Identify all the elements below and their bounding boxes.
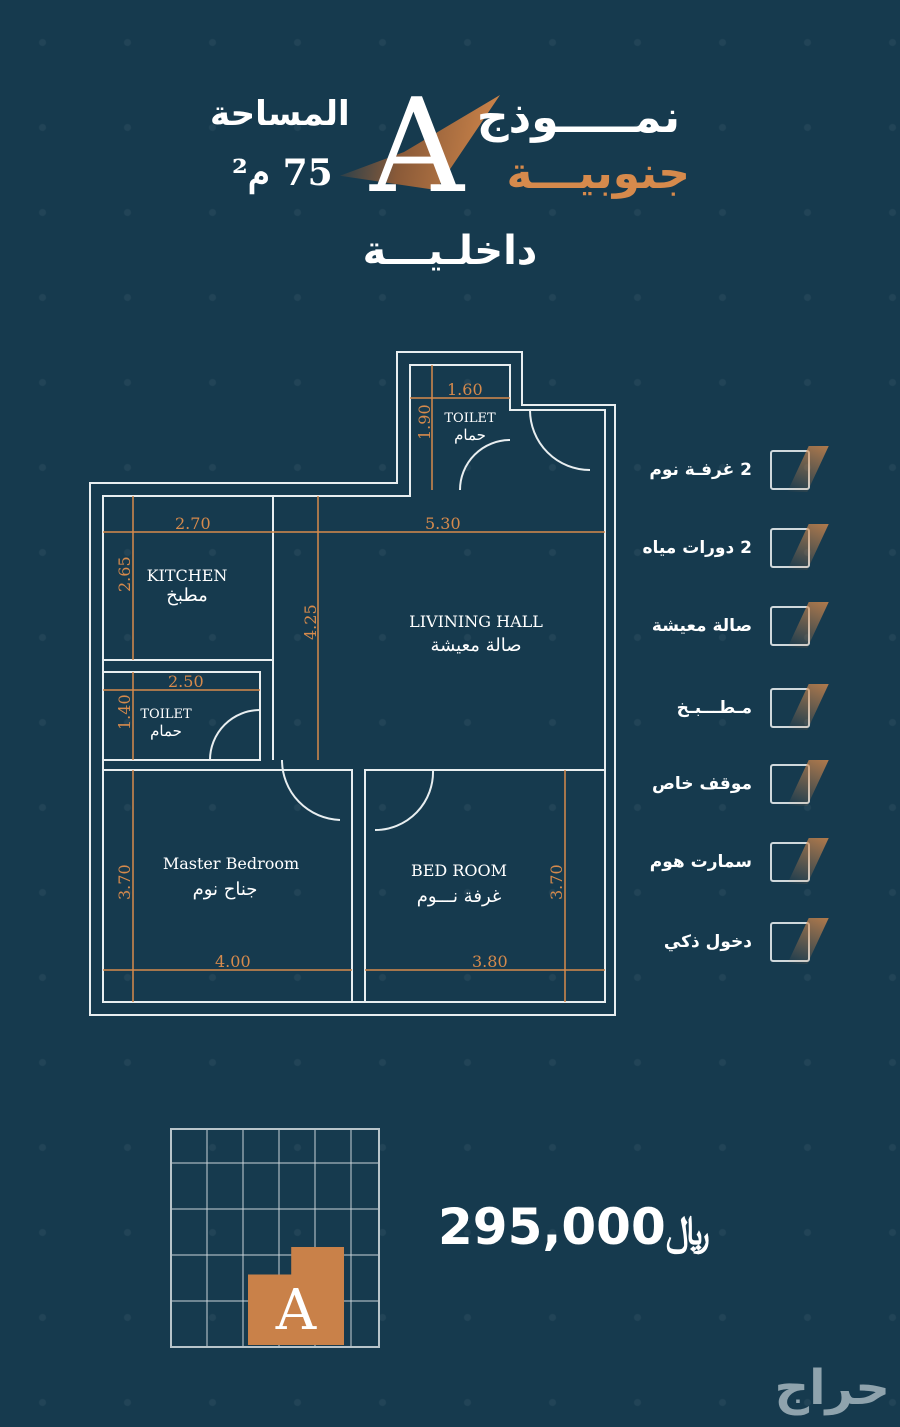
unit-type: داخلـيـــة [362,228,538,274]
room-labels: TOILET حمام KITCHEN مطبخ LIVINING HALL ص… [140,411,543,907]
room-hall-ar: صالة معيشة [430,635,521,656]
dim-toilet-top-h: 1.90 [415,404,434,440]
feature-living: صالة معيشة [610,604,810,648]
room-bed-en: BED ROOM [411,861,507,880]
area-value: 75 م² [232,152,333,194]
orientation-label: جنوبيـــة [506,148,690,199]
door-toilet-top [459,439,511,491]
door-entry [529,409,591,471]
dim-bed-w: 3.80 [472,952,508,971]
room-hall-en: LIVINING HALL [409,612,543,631]
dim-master-w: 4.00 [215,952,251,971]
dim-master-h: 3.70 [115,864,134,900]
model-label: نمـــــوذج [476,92,680,143]
room-toilet-left-en: TOILET [140,707,192,722]
master-walls [102,769,353,1003]
smart-home-icon [770,842,810,882]
key-plan: A [170,1128,380,1348]
room-master-ar: جناح نوم [193,879,258,900]
room-toilet-top-en: TOILET [444,411,496,426]
room-toilet-top-ar: حمام [454,426,486,444]
key-plan-highlight: A [248,1247,344,1345]
haraj-logo: حراج [774,1360,891,1416]
model-letter: A [370,70,464,222]
area-label: المساحة [210,94,350,134]
door-bed [374,769,435,831]
smart-lock-icon [770,922,810,962]
feature-smart-entry: دخول ذكي [610,920,810,964]
room-kitchen-ar: مطبخ [166,585,207,606]
room-bed-ar: غرفة نـــوم [417,886,502,907]
dim-toilet-left-h: 1.40 [115,694,134,730]
car-parking-icon [770,764,810,804]
feature-bedrooms: 2 غرفـة نوم [610,448,810,492]
bedroom-icon [770,450,810,490]
door-toilet-left [209,709,261,761]
dim-kitchen-h: 2.65 [115,556,134,592]
toilet-left-walls [102,671,261,761]
room-master-en: Master Bedroom [163,854,299,873]
room-toilet-left-ar: حمام [150,722,182,740]
dim-toilet-left-w: 2.50 [168,672,204,691]
dim-hall-h: 4.25 [301,604,320,640]
dimension-labels: 1.60 1.90 2.70 2.65 5.30 4.25 2.50 1.40 … [115,380,566,971]
price: ﷼295,000 [438,1198,720,1256]
floor-plan: 1.60 1.90 2.70 2.65 5.30 4.25 2.50 1.40 … [89,351,616,1016]
kitchen-icon [770,688,810,728]
feature-parking: موقف خاص [610,762,810,806]
room-kitchen-en: KITCHEN [147,566,228,585]
dimension-lines [103,365,605,1002]
dim-bed-h: 3.70 [547,864,566,900]
feature-bathrooms: 2 دورات مياه [610,526,810,570]
feature-smart-home: سمارت هوم [610,840,810,884]
dim-kitchen-w: 2.70 [175,514,211,533]
sofa-icon [770,606,810,646]
dim-toilet-top-w: 1.60 [447,380,483,399]
walls [89,351,616,1016]
door-master [281,759,341,821]
bed-walls [364,769,606,1003]
dim-hall-w: 5.30 [425,514,461,533]
riyal-icon: ﷼ [665,1208,711,1254]
feature-kitchen: مـطـــبـخ [610,686,810,730]
wc-icon [770,528,810,568]
price-value: 295,000 [438,1198,666,1256]
